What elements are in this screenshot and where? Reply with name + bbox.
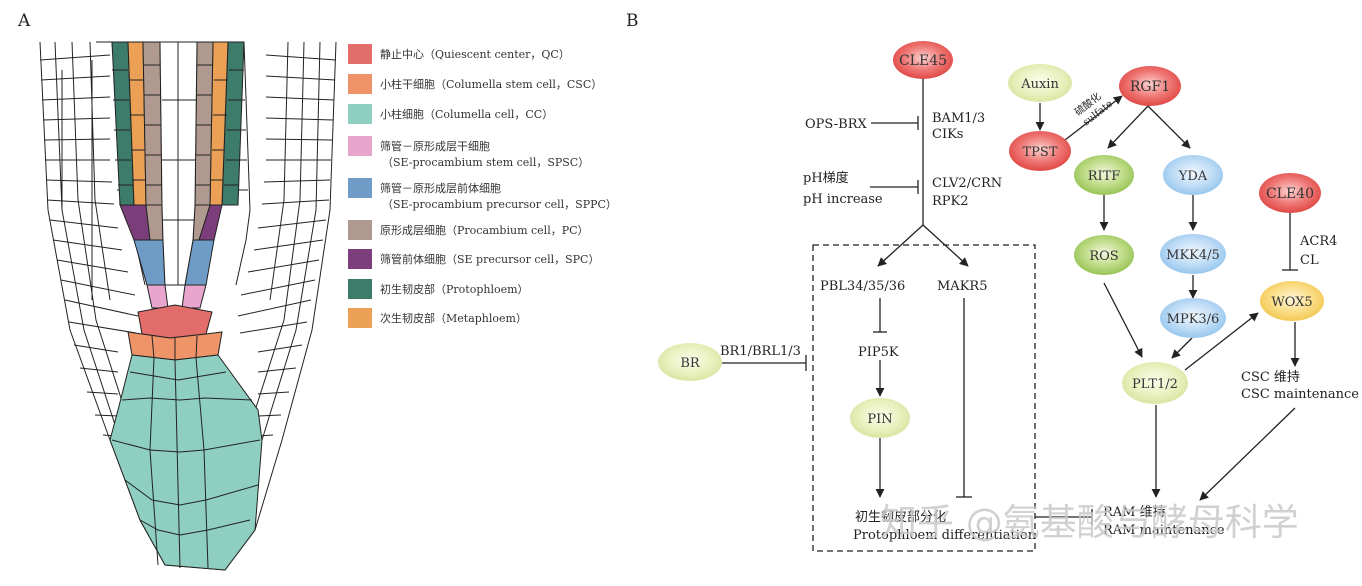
node-plt12: PLT1/2 — [1122, 362, 1188, 404]
label-ram-cn: RAM 维持 — [1103, 505, 1166, 520]
label-csc-en: CSC maintenance — [1241, 387, 1359, 402]
legend-item: 小柱干细胞（Columella stem cell，CSC） — [348, 74, 602, 94]
svg-text:MPK3/6: MPK3/6 — [1167, 312, 1220, 327]
cell-walls-right — [237, 54, 337, 437]
legend-label: 静止中心（Quiescent center，QC） — [380, 47, 570, 61]
legend-swatch — [348, 104, 372, 124]
legend-item: 筛管前体细胞（SE precursor cell，SPC） — [348, 249, 599, 269]
legend-item: 小柱细胞（Columella cell，CC） — [348, 104, 553, 124]
label-ram-en: RAM maintenance — [1103, 523, 1225, 538]
label-csc-cn: CSC 维持 — [1241, 370, 1300, 385]
legend-label: 次生韧皮部（Metaphloem） — [380, 311, 527, 325]
legend-label: 原形成层细胞（Procambium cell，PC） — [380, 224, 589, 237]
node-ritf: RITF — [1074, 155, 1134, 195]
label-rpk2: RPK2 — [932, 194, 969, 209]
legend: 静止中心（Quiescent center，QC） 小柱干细胞（Columella… — [348, 44, 617, 328]
svg-text:RITF: RITF — [1088, 169, 1121, 184]
svg-text:TPST: TPST — [1023, 145, 1058, 160]
legend-label-line2: （SE-procambium precursor cell，SPPC） — [382, 198, 617, 211]
legend-swatch — [348, 279, 372, 299]
svg-text:BR: BR — [680, 356, 701, 371]
legend-swatch — [348, 178, 372, 198]
node-mpk36: MPK3/6 — [1160, 298, 1226, 338]
node-mkk45: MKK4/5 — [1160, 234, 1226, 274]
svg-text:CLE40: CLE40 — [1266, 186, 1314, 202]
legend-swatch — [348, 220, 372, 240]
cell-walls-left — [39, 54, 139, 437]
legend-label: 小柱细胞（Columella cell，CC） — [380, 107, 553, 121]
legend-swatch — [348, 136, 372, 156]
node-auxin: Auxin — [1008, 64, 1072, 102]
label-clv2-crn: CLV2/CRN — [932, 176, 1002, 191]
label-proto-en: Protophloem differentiation — [853, 528, 1037, 543]
label-acr4: ACR4 — [1299, 234, 1337, 249]
legend-item: 筛管－原形成层干细胞 （SE-procambium stem cell，SPSC） — [348, 136, 589, 169]
node-tpst: TPST — [1009, 131, 1071, 171]
legend-swatch — [348, 308, 372, 328]
legend-label-line2: （SE-procambium stem cell，SPSC） — [382, 156, 589, 169]
svg-text:ROS: ROS — [1089, 249, 1118, 264]
vascular-right — [181, 41, 245, 309]
label-br1-brl: BR1/BRL1/3 — [720, 344, 801, 359]
panel-a-label: A — [17, 11, 31, 31]
legend-swatch — [348, 74, 372, 94]
node-br: BR — [658, 343, 722, 381]
node-pin: PIN — [850, 398, 910, 438]
svg-text:MKK4/5: MKK4/5 — [1166, 248, 1220, 263]
legend-item: 次生韧皮部（Metaphloem） — [348, 308, 527, 328]
legend-item: 静止中心（Quiescent center，QC） — [348, 44, 570, 64]
dashed-module-box — [812, 244, 1036, 552]
legend-label: 筛管－原形成层干细胞 — [380, 139, 490, 153]
node-yda: YDA — [1163, 155, 1223, 195]
panel-b-label: B — [626, 11, 639, 31]
legend-label: 初生韧皮部（Protophloem） — [380, 282, 529, 296]
svg-text:RGF1: RGF1 — [1130, 79, 1170, 95]
node-ros: ROS — [1074, 235, 1134, 275]
label-pip5k: PIP5K — [858, 345, 899, 360]
svg-text:PLT1/2: PLT1/2 — [1132, 377, 1178, 392]
node-cle45: CLE45 — [893, 41, 953, 79]
columella-cells — [109, 354, 263, 571]
label-ph-gradient: pH梯度 — [803, 170, 849, 186]
label-ops-brx: OPS-BRX — [805, 117, 868, 132]
svg-text:Auxin: Auxin — [1020, 77, 1059, 92]
label-bam13: BAM1/3 — [932, 111, 985, 126]
legend-item: 筛管－原形成层前体细胞 （SE-procambium precursor cell… — [348, 178, 617, 211]
watermark: 知乎 @氨基酸与酵母科学 — [880, 501, 1299, 544]
svg-text:WOX5: WOX5 — [1271, 295, 1312, 310]
legend-swatch — [348, 249, 372, 269]
label-cl: CL — [1300, 253, 1319, 268]
svg-text:PIN: PIN — [867, 412, 892, 427]
label-proto-cn: 初生韧皮部分化 — [855, 510, 946, 525]
legend-label: 小柱干细胞（Columella stem cell，CSC） — [380, 77, 602, 91]
vascular-left — [111, 41, 169, 309]
columella-walls — [111, 357, 261, 569]
edges — [722, 78, 1300, 525]
legend-item: 原形成层细胞（Procambium cell，PC） — [348, 220, 589, 240]
pathway-labels: BAM1/3 CIKs OPS-BRX pH梯度 pH increase CLV… — [720, 90, 1359, 543]
label-makr5: MAKR5 — [937, 279, 987, 294]
label-ciks: CIKs — [932, 127, 963, 142]
legend-label: 筛管前体细胞（SE precursor cell，SPC） — [380, 252, 599, 266]
legend-label: 筛管－原形成层前体细胞 — [380, 181, 501, 195]
svg-text:YDA: YDA — [1178, 169, 1208, 184]
svg-text:CLE45: CLE45 — [899, 53, 947, 69]
label-pbl: PBL34/35/36 — [820, 279, 905, 294]
legend-swatch — [348, 44, 372, 64]
node-wox5: WOX5 — [1260, 281, 1324, 321]
node-cle40: CLE40 — [1259, 173, 1321, 213]
label-ph-increase: pH increase — [803, 192, 883, 207]
quiescent-center — [137, 304, 213, 339]
legend-item: 初生韧皮部（Protophloem） — [348, 279, 529, 299]
node-rgf1: RGF1 — [1119, 66, 1181, 106]
